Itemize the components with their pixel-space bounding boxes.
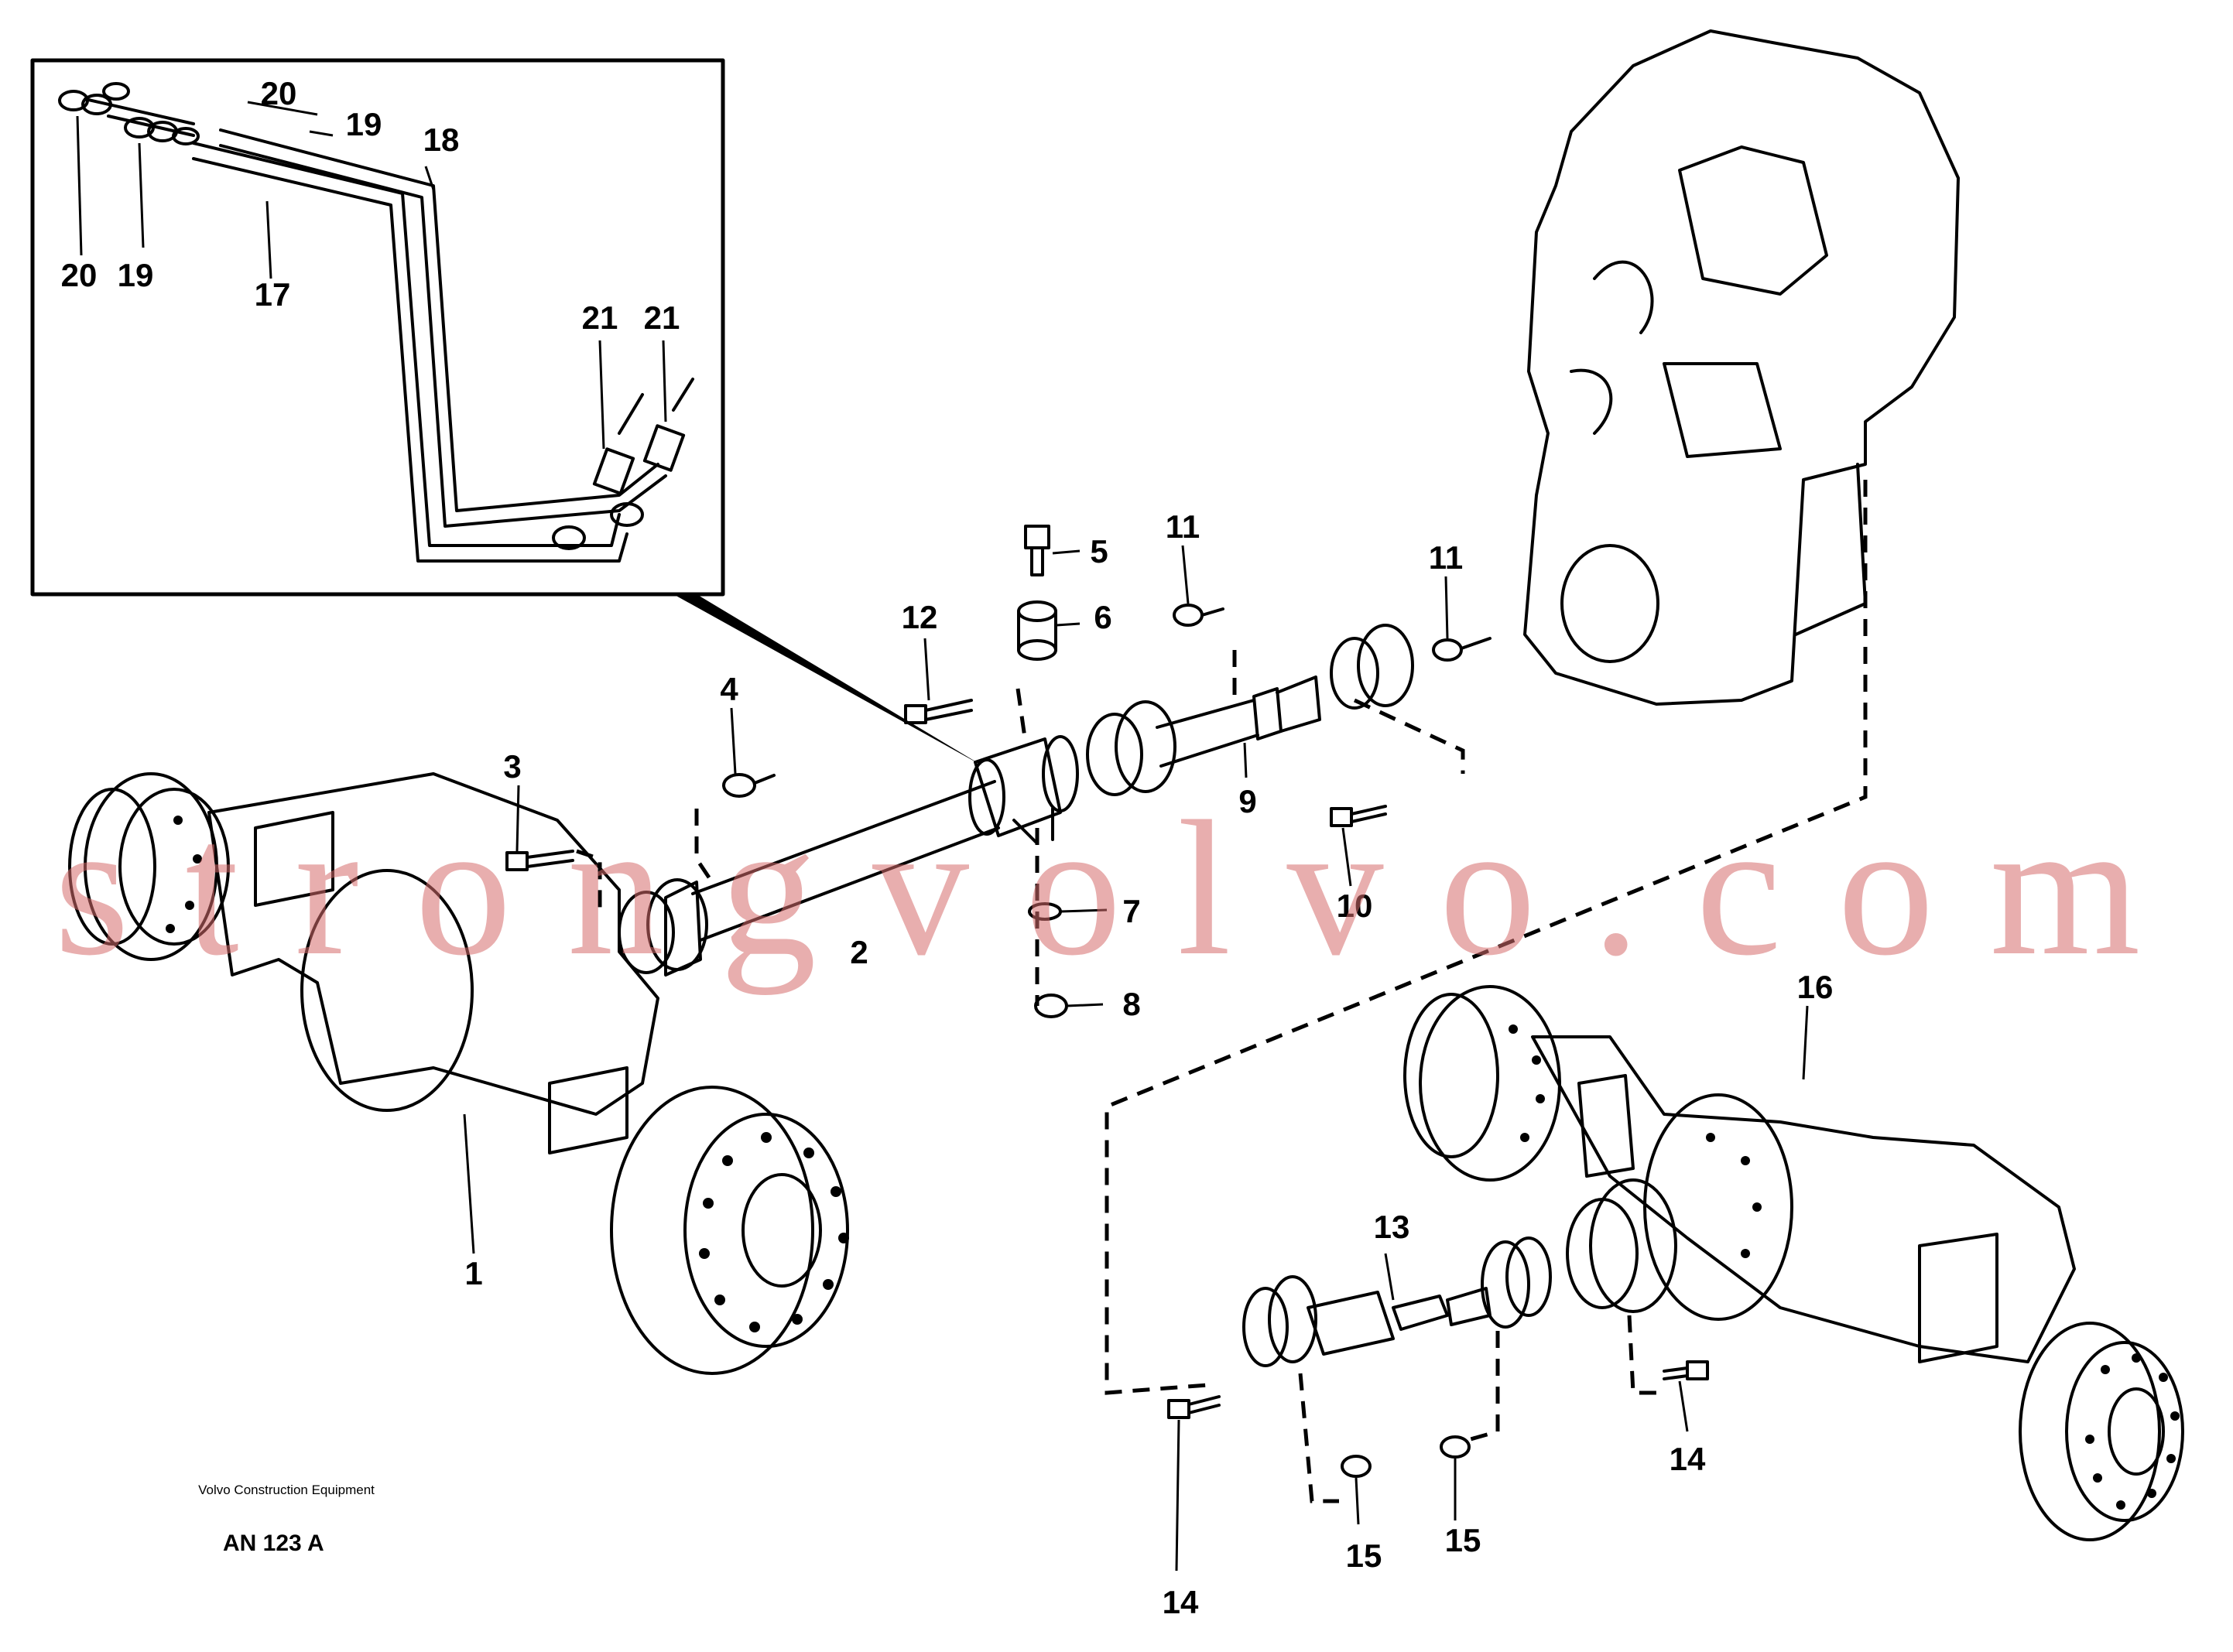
part-label-4: 4 xyxy=(720,671,738,707)
inset-pipe-detail xyxy=(30,58,983,766)
part-labels: 1 2 3 4 5 6 7 8 9 10 11 11 12 13 14 14 1… xyxy=(61,75,1834,1620)
transmission-housing xyxy=(1523,29,1960,706)
nut-15b xyxy=(1440,1435,1471,1459)
bolt-10 xyxy=(1330,805,1387,827)
assembly-lines xyxy=(576,480,1868,1503)
part-label-12: 12 xyxy=(902,599,938,635)
part-label-13: 13 xyxy=(1374,1209,1410,1245)
rear-axle xyxy=(1403,985,2184,1541)
part-label-20b: 20 xyxy=(61,257,98,293)
front-axle xyxy=(68,772,849,1375)
part-label-18: 18 xyxy=(423,121,460,158)
manufacturer-caption: Volvo Construction Equipment xyxy=(198,1483,375,1497)
bolt-3 xyxy=(505,850,574,871)
fittings-19-20 xyxy=(58,82,200,145)
part-label-7: 7 xyxy=(1122,893,1140,929)
figure-id: AN 123 A xyxy=(223,1531,324,1556)
part-label-11b: 11 xyxy=(1429,539,1463,576)
part-label-17: 17 xyxy=(255,276,291,313)
part-label-3: 3 xyxy=(503,748,521,785)
pipe-17 xyxy=(192,142,628,563)
nut-4 xyxy=(722,773,776,798)
part-label-16: 16 xyxy=(1797,969,1834,1005)
spacer-6 xyxy=(1017,600,1057,661)
part-label-14b: 14 xyxy=(1670,1441,1706,1477)
part-label-2: 2 xyxy=(850,934,868,970)
nut-11a xyxy=(1173,604,1224,627)
part-label-19a: 19 xyxy=(346,106,382,142)
front-propeller-shaft xyxy=(618,624,1414,974)
bolt-5 xyxy=(1024,525,1050,576)
part-label-6: 6 xyxy=(1094,599,1111,635)
bolt-14b xyxy=(1663,1360,1709,1380)
part-label-21a: 21 xyxy=(582,299,618,336)
nut-11b xyxy=(1432,637,1492,662)
part-label-20a: 20 xyxy=(261,75,297,111)
part-label-8: 8 xyxy=(1122,986,1140,1022)
part-label-9: 9 xyxy=(1238,783,1256,819)
rear-propeller-shaft xyxy=(1242,1236,1552,1367)
part-label-10: 10 xyxy=(1337,888,1373,924)
bolt-12 xyxy=(904,699,973,724)
watermark-text: strongvolvo.com xyxy=(54,782,2197,996)
part-label-19b: 19 xyxy=(118,257,154,293)
inset-frame xyxy=(30,58,725,597)
part-label-21b: 21 xyxy=(644,299,680,336)
pipe-18 xyxy=(219,128,667,528)
part-label-11a: 11 xyxy=(1166,508,1200,545)
part-label-5: 5 xyxy=(1090,533,1108,569)
bolt-14a xyxy=(1167,1395,1221,1419)
nut-15a xyxy=(1341,1455,1372,1478)
part-label-15a: 15 xyxy=(1346,1537,1382,1574)
part-label-1: 1 xyxy=(464,1255,482,1291)
fittings-21 xyxy=(552,378,694,550)
part-label-15b: 15 xyxy=(1445,1522,1481,1558)
leader-lines xyxy=(76,101,1809,1572)
part-label-14a: 14 xyxy=(1163,1584,1199,1620)
